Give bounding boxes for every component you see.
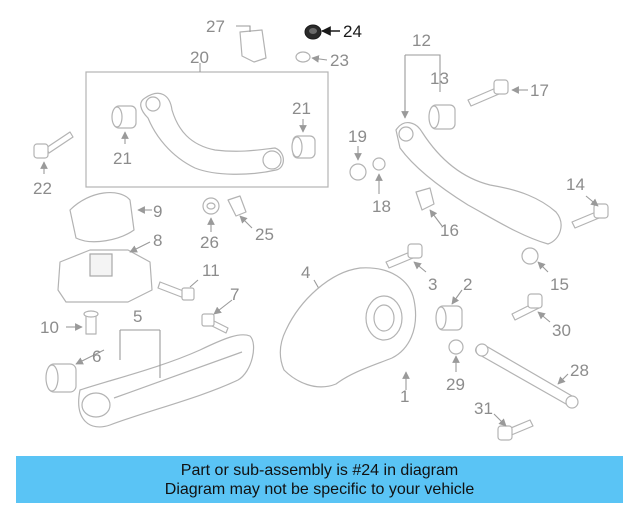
nut-29 [448, 339, 464, 355]
lower-control-arm-12 [395, 122, 562, 245]
nut-24 [304, 24, 322, 40]
bolt-17 [467, 79, 509, 107]
bolt-22 [33, 131, 74, 159]
label-25: 25 [255, 225, 274, 244]
lower-arm-5 [78, 334, 255, 428]
bolt-14 [571, 203, 609, 229]
part-labels: 1 2 3 4 5 6 7 8 9 10 11 12 13 14 15 16 1… [33, 17, 589, 418]
clip-25 [227, 195, 247, 217]
banner-line-1: Part or sub-assembly is #24 in diagram [180, 462, 459, 479]
bolt-3 [385, 243, 423, 269]
label-3: 3 [428, 275, 437, 294]
label-26: 26 [200, 233, 219, 252]
label-22: 22 [33, 179, 52, 198]
info-banner: Part or sub-assembly is #24 in diagram D… [16, 456, 623, 503]
nut-15 [521, 247, 539, 265]
upper-arm-bore [145, 96, 161, 112]
bushing-6 [45, 363, 77, 393]
label-10: 10 [40, 318, 59, 337]
label-1: 1 [400, 387, 409, 406]
washer-23 [295, 51, 311, 63]
washer-18 [372, 157, 386, 171]
label-19: 19 [348, 127, 367, 146]
label-17: 17 [530, 81, 549, 100]
bolt-7 [201, 313, 229, 334]
label-2: 2 [463, 275, 472, 294]
label-8: 8 [153, 231, 162, 250]
upper-arm-group-box [85, 71, 329, 188]
upper-control-arm [140, 92, 284, 175]
label-7: 7 [230, 285, 239, 304]
label-21-left: 21 [113, 149, 132, 168]
label-5: 5 [133, 307, 142, 326]
part-16 [415, 187, 435, 211]
bushing-13 [428, 104, 456, 130]
upper-arm-bore-2 [262, 150, 282, 170]
label-15: 15 [550, 275, 569, 294]
banner-line-2: Diagram may not be specific to your vehi… [164, 481, 475, 498]
bump-stop-9 [69, 192, 135, 243]
label-4: 4 [301, 263, 310, 282]
bolt-30 [511, 293, 543, 321]
label-18: 18 [372, 197, 391, 216]
label-31: 31 [474, 399, 493, 418]
bolt-10 [83, 310, 99, 335]
label-16: 16 [440, 221, 459, 240]
bushing-2 [435, 305, 463, 331]
bushing-21-right [291, 135, 316, 159]
label-24: 24 [343, 22, 362, 41]
label-20: 20 [190, 48, 209, 67]
label-21-right: 21 [292, 99, 311, 118]
label-12: 12 [412, 31, 431, 50]
exploded-parts-diagram: 1 2 3 4 5 6 7 8 9 10 11 12 13 14 15 16 1… [33, 17, 609, 441]
nut-19 [349, 163, 367, 181]
label-9: 9 [153, 202, 162, 221]
label-29: 29 [446, 375, 465, 394]
label-30: 30 [552, 321, 571, 340]
label-28: 28 [570, 361, 589, 380]
bolt-11 [157, 281, 195, 301]
label-27: 27 [206, 17, 225, 36]
label-11: 11 [202, 261, 220, 280]
label-6: 6 [92, 347, 101, 366]
link-rod-28 [474, 344, 577, 407]
label-23: 23 [330, 51, 349, 70]
bracket-27 [239, 29, 267, 63]
label-13: 13 [430, 69, 449, 88]
nut-26 [202, 197, 220, 215]
bushing-21-left [111, 105, 137, 129]
label-14: 14 [566, 175, 585, 194]
